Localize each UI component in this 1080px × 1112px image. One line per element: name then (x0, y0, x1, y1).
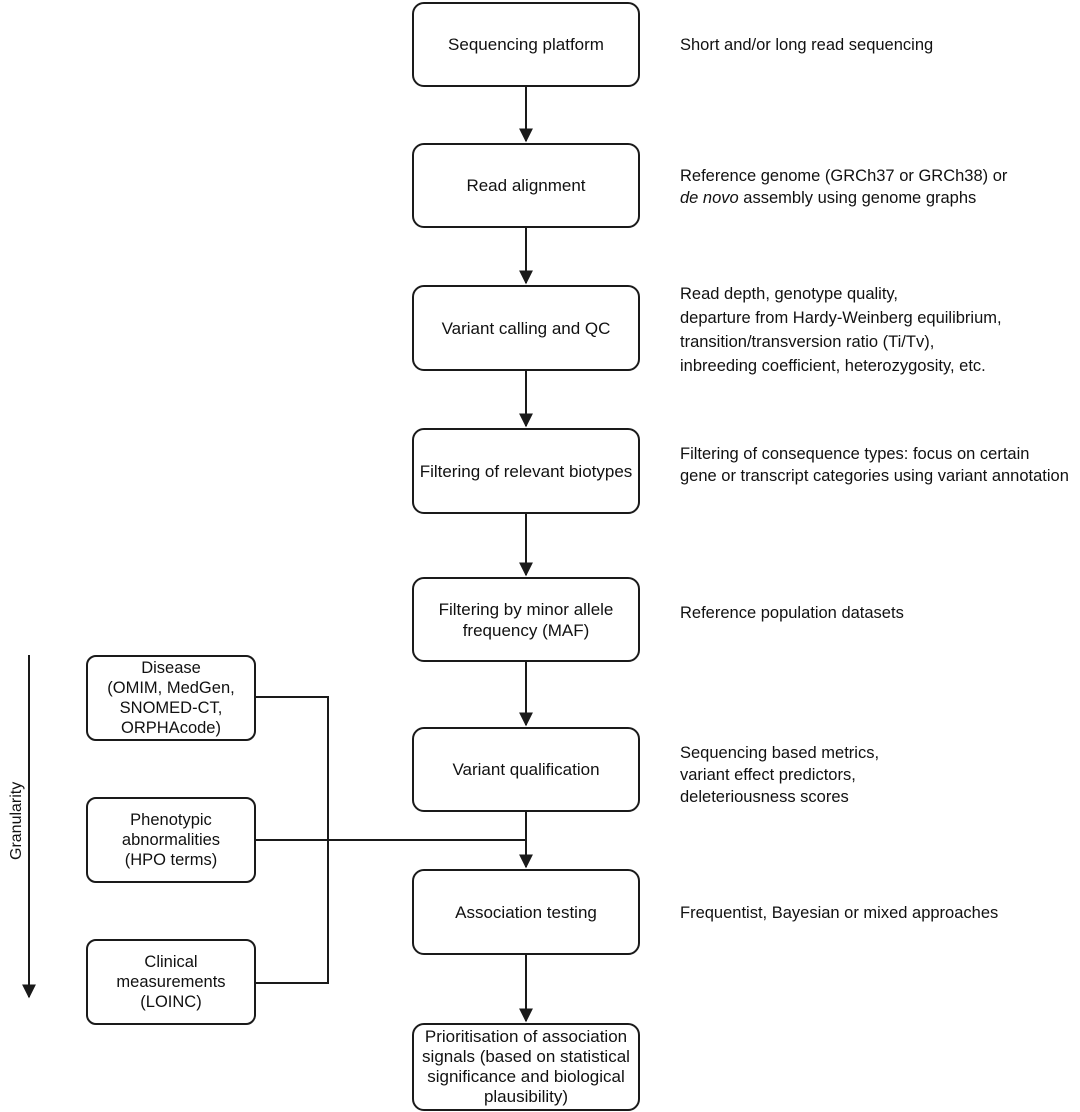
annotation-alignment: Reference genome (GRCh37 or GRCh38) or d… (680, 167, 1008, 207)
step-read-alignment: Read alignment (412, 143, 640, 228)
step-label: Sequencing platform (448, 35, 604, 54)
granularity-label: Granularity (8, 781, 25, 860)
annotation-qualification: Sequencing based metrics, variant effect… (680, 744, 880, 806)
annotation-association: Frequentist, Bayesian or mixed approache… (680, 904, 999, 922)
annotation-maf: Reference population datasets (680, 604, 904, 622)
source-phenotypic-abnormalities: Phenotypic abnormalities (HPO terms) (86, 797, 256, 883)
annotation-variant-calling: Read depth, genotype quality, departure … (680, 285, 1002, 375)
step-association-testing: Association testing (412, 869, 640, 955)
step-label: Filtering by minor allele frequency (MAF… (438, 599, 614, 640)
step-variant-calling: Variant calling and QC (412, 285, 640, 371)
step-label: Association testing (455, 902, 597, 922)
step-label: Prioritisation of association signals (b… (422, 1027, 630, 1106)
step-prioritisation: Prioritisation of association signals (b… (412, 1023, 640, 1111)
step-label: Read alignment (466, 176, 586, 195)
step-sequencing-platform: Sequencing platform (412, 2, 640, 87)
step-variant-qualification: Variant qualification (412, 727, 640, 812)
step-label: Variant calling and QC (441, 318, 611, 338)
annotation-sequencing: Short and/or long read sequencing (680, 36, 934, 54)
source-clinical-measurements: Clinical measurements (LOINC) (86, 939, 256, 1025)
source-disease: Disease (OMIM, MedGen, SNOMED-CT, ORPHAc… (86, 655, 256, 741)
step-label: Filtering of relevant biotypes (419, 461, 633, 481)
step-filtering-maf: Filtering by minor allele frequency (MAF… (412, 577, 640, 662)
step-filtering-biotypes: Filtering of relevant biotypes (412, 428, 640, 514)
step-label: Variant qualification (452, 760, 600, 779)
annotation-biotypes: Filtering of consequence types: focus on… (680, 445, 1069, 485)
